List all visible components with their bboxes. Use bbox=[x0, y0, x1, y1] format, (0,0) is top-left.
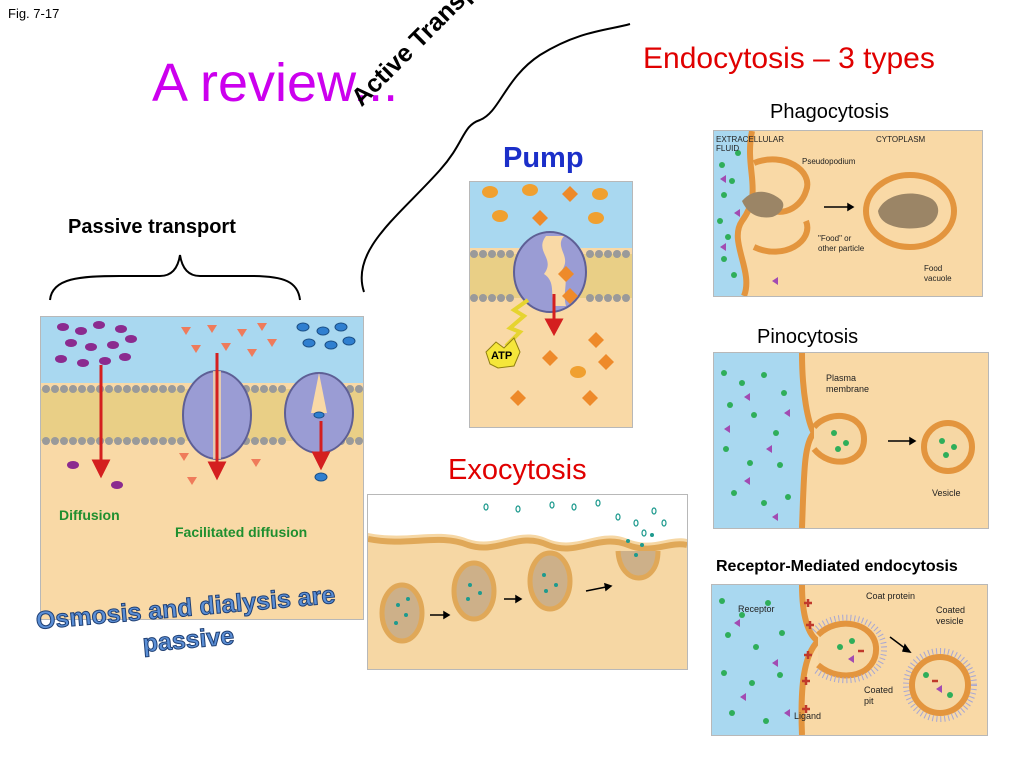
receptor-label: Receptor bbox=[738, 604, 775, 614]
pump-illustration: ATP bbox=[470, 182, 632, 427]
cytoplasm-label: CYTOPLASM bbox=[876, 135, 926, 144]
pinocytosis-panel: Plasma membrane Vesicle bbox=[713, 352, 989, 529]
coated-vesicle-label-2: vesicle bbox=[936, 616, 964, 626]
page-title: A review... bbox=[152, 53, 399, 113]
receptor-mediated-illustration: Receptor Coat protein Coated vesicle Coa… bbox=[712, 585, 987, 735]
active-brace bbox=[360, 23, 631, 293]
figure-reference: Fig. 7-17 bbox=[8, 6, 60, 21]
phagocytosis-panel: EXTRACELLULAR FLUID CYTOPLASM Pseudopodi… bbox=[713, 130, 983, 297]
pseudopodium-label: Pseudopodium bbox=[802, 157, 856, 166]
passive-transport-label: Passive transport bbox=[68, 216, 236, 238]
fluid-label: FLUID bbox=[716, 144, 739, 153]
ligand-label: Ligand bbox=[794, 711, 821, 721]
pump-label: Pump bbox=[503, 142, 584, 174]
phagocytosis-label: Phagocytosis bbox=[770, 101, 889, 123]
food-vacuole-label-2: vacuole bbox=[924, 274, 952, 283]
endocytosis-heading: Endocytosis – 3 types bbox=[643, 42, 935, 75]
vesicle-label: Vesicle bbox=[932, 488, 961, 498]
extracellular-label: EXTRACELLULAR bbox=[716, 135, 784, 144]
food-vacuole-label-1: Food bbox=[924, 264, 942, 273]
plasma-membrane-label-2: membrane bbox=[826, 384, 869, 394]
passive-brace bbox=[49, 254, 301, 301]
passive-transport-panel: Diffusion Facilitated diffusion bbox=[40, 316, 364, 620]
pinocytosis-label: Pinocytosis bbox=[757, 326, 859, 348]
exocytosis-illustration bbox=[368, 495, 687, 669]
phagocytosis-illustration: EXTRACELLULAR FLUID CYTOPLASM Pseudopodi… bbox=[714, 131, 982, 296]
receptor-mediated-panel: Receptor Coat protein Coated vesicle Coa… bbox=[711, 584, 988, 736]
food-label-2: other particle bbox=[818, 244, 865, 253]
atp-label: ATP bbox=[491, 350, 512, 362]
facilitated-caption: Facilitated diffusion bbox=[175, 524, 307, 540]
coated-vesicle-label-1: Coated bbox=[936, 605, 965, 615]
coat-protein-label: Coat protein bbox=[866, 591, 915, 601]
food-label-1: "Food" or bbox=[818, 234, 852, 243]
pinocytosis-illustration: Plasma membrane Vesicle bbox=[714, 353, 988, 528]
passive-transport-illustration: Diffusion Facilitated diffusion bbox=[41, 317, 363, 619]
coated-pit-label-2: pit bbox=[864, 696, 874, 706]
exocytosis-panel bbox=[367, 494, 688, 670]
pump-panel: ATP bbox=[469, 181, 633, 428]
diffusion-caption: Diffusion bbox=[59, 507, 120, 523]
exocytosis-label: Exocytosis bbox=[448, 454, 587, 486]
plasma-membrane-label-1: Plasma bbox=[826, 373, 856, 383]
coated-pit-label-1: Coated bbox=[864, 685, 893, 695]
receptor-mediated-label: Receptor-Mediated endocytosis bbox=[716, 558, 958, 575]
